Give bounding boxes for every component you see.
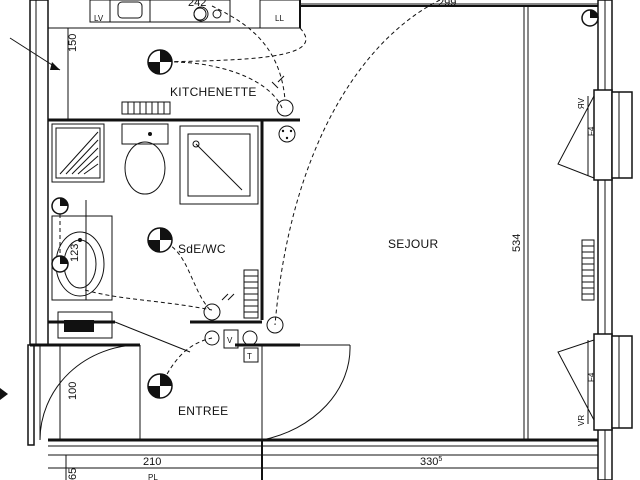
fixture-label-ll: LL [275,14,284,23]
room-label-sde-wc: SdE/WC [178,242,226,256]
light-point-icon [147,49,173,75]
dim-top-right: 299 [438,0,456,9]
dim-top-left: 242 [188,0,206,9]
shower-tray-small [51,123,105,183]
dim-bottom-left: 210 [143,456,161,468]
socket-icon [203,303,284,346]
arrow-icon [0,388,8,400]
shower [179,125,259,205]
light-point-icon [147,227,173,253]
fixture-label-t: T [247,352,252,361]
light-point-icon [581,9,599,27]
arrow-icon [9,37,61,71]
room-label-kitchenette: KITCHENETTE [170,85,257,99]
dimension-lines [48,3,598,480]
toilet [121,123,169,195]
kitchen-counter [89,0,301,29]
door-swing-entree [39,321,351,441]
socket-icon [276,99,296,143]
fixture-label-v: V [227,336,233,345]
fixture-label-vr-top: VR [577,98,586,109]
window-top [557,89,633,181]
radiator-bath [243,269,259,319]
radiator-kitchen [121,101,171,115]
fixture-label-pl: PL [148,473,158,480]
dim-bath-width: 123 [69,244,81,262]
electric-panel [57,311,113,339]
dim-bottom-right: 3305 [420,456,442,468]
radiator-sejour [581,239,595,301]
dim-entree-depth: 100 [67,382,79,400]
light-point-icon [51,255,69,273]
switch-icon [193,7,207,21]
light-point-icon [51,197,69,215]
light-point-icon [147,373,173,399]
switch-icon [221,75,285,363]
dim-kitchen-depth: 150 [67,34,79,52]
room-label-entree: ENTREE [178,404,228,418]
window-bottom [557,333,633,431]
fixture-label-lv: LV [94,14,104,23]
dim-bottom-corner: 65 [67,468,79,480]
fixture-label-f4-bottom: F4 [587,372,596,382]
fixture-label-vr-bottom: VR [577,415,586,426]
fixture-label-f4-top: F4 [587,126,596,136]
dim-sejour-depth: 534 [511,234,523,252]
room-label-sejour: SEJOUR [388,237,439,251]
